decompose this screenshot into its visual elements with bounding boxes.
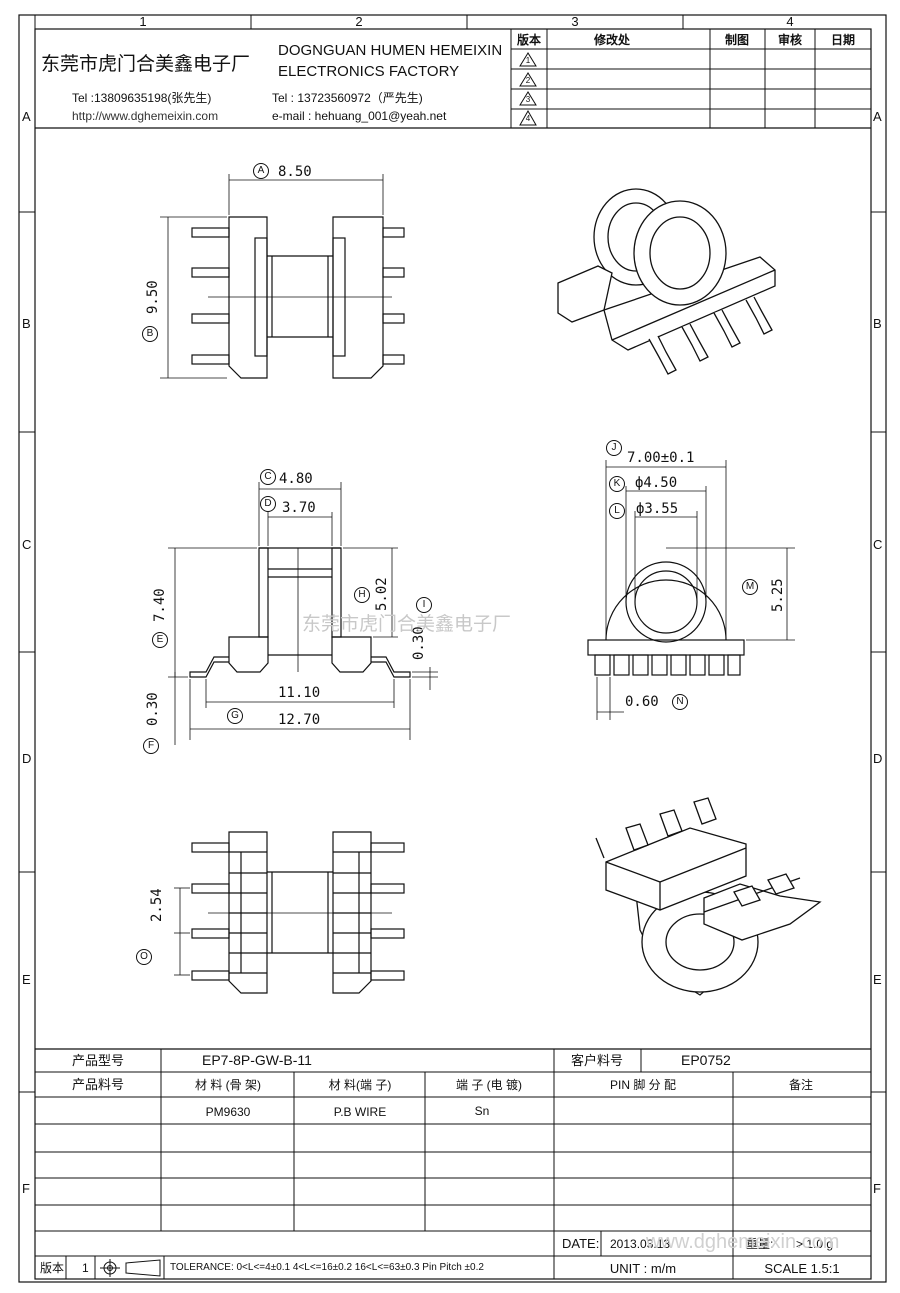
product-pn-label: 产品料号 xyxy=(71,1077,125,1092)
dim-h-marker: H xyxy=(354,587,370,603)
product-model-value: EP7-8P-GW-B-11 xyxy=(202,1052,312,1068)
col-plating: 端 子 (电 镀) xyxy=(456,1078,522,1092)
top-view xyxy=(191,216,405,379)
dim-a-marker: A xyxy=(253,163,269,179)
rev-row-3-number: 3 xyxy=(525,95,531,104)
tolerance-note: TOLERANCE: 0<L<=4±0.1 4<L<=16±0.2 16<L<=… xyxy=(170,1262,484,1273)
dim-g-value: 12.70 xyxy=(278,712,321,728)
rev-row-1-number: 1 xyxy=(525,56,531,65)
grid-row-c-right: C xyxy=(873,537,883,552)
col-material-pin: 材 料(端 子) xyxy=(328,1078,392,1092)
watermark-website: www.dghemeixin.com xyxy=(646,1231,840,1253)
dim-j-marker: J xyxy=(606,440,622,456)
dim-j-value: 7.00±0.1 xyxy=(627,450,695,466)
dim-f-marker: F xyxy=(143,738,159,754)
grid-col-3: 3 xyxy=(571,14,579,29)
grid-col-2: 2 xyxy=(355,14,363,29)
grid-row-a-right: A xyxy=(873,109,882,124)
customer-pn-label: 客户料号 xyxy=(570,1053,624,1068)
dim-h-value: 5.02 xyxy=(374,577,390,611)
grid-row-f-left: F xyxy=(22,1181,30,1196)
rev-col-checked: 审核 xyxy=(777,33,803,47)
iso-view-top xyxy=(557,188,776,375)
company-website: http://www.dghemeixin.com xyxy=(72,109,219,123)
col-pin-assignment: PIN 脚 分 配 xyxy=(609,1078,677,1092)
contact-tel-2: Tel : 13723560972（严先生) xyxy=(272,91,423,105)
dim-b-value: 9.50 xyxy=(145,280,161,314)
rev-col-change: 修改处 xyxy=(593,33,631,47)
scale-label: SCALE 1.5:1 xyxy=(764,1261,840,1276)
grid-row-b-left: B xyxy=(22,316,31,331)
bottom-view xyxy=(191,831,405,994)
grid-row-d-right: D xyxy=(873,751,883,766)
dim-d-marker: D xyxy=(260,496,276,512)
grid-row-d-left: D xyxy=(22,751,32,766)
dim-e-marker: E xyxy=(152,632,168,648)
watermark-company: 东莞市虎门合美鑫电子厂 xyxy=(302,614,512,635)
dim-c-marker: C xyxy=(260,469,276,485)
contact-tel-1: Tel :13809635198(张先生) xyxy=(72,91,212,105)
dim-n-value: 0.60 xyxy=(625,694,659,710)
plating-value: Sn xyxy=(474,1104,490,1118)
weight-label: 重量: xyxy=(746,1237,774,1251)
iso-view-bottom xyxy=(595,797,822,996)
dim-b-marker: B xyxy=(142,326,158,342)
dim-g-marker: G xyxy=(227,708,243,724)
dim-f-value: 0.30 xyxy=(145,692,161,726)
date-value: 2013.03.13 xyxy=(610,1237,671,1251)
unit-label: UNIT : m/m xyxy=(609,1261,677,1276)
company-name-en-2: ELECTRONICS FACTORY xyxy=(278,63,460,80)
material-bobbin-value: PM9630 xyxy=(205,1105,251,1119)
version-value: 1 xyxy=(82,1261,89,1275)
version-label: 版本 xyxy=(40,1261,65,1275)
grid-col-1: 1 xyxy=(139,14,147,29)
rev-col-date: 日期 xyxy=(830,33,856,47)
product-model-label: 产品型号 xyxy=(71,1053,125,1068)
weight-value: > 1.0 g xyxy=(796,1237,834,1251)
rev-row-2-number: 2 xyxy=(525,76,531,85)
grid-row-a-left: A xyxy=(22,109,31,124)
company-name-cn: 东莞市虎门合美鑫电子厂 xyxy=(41,54,251,75)
dim-d-value: 3.70 xyxy=(282,500,316,516)
customer-pn-value: EP0752 xyxy=(681,1052,731,1068)
grid-row-c-left: C xyxy=(22,537,32,552)
grid-row-b-right: B xyxy=(873,316,882,331)
dim-e-value: 7.40 xyxy=(152,588,168,622)
dim-inner-pin-span: 11.10 xyxy=(278,685,321,701)
rev-row-4-number: 4 xyxy=(525,114,531,123)
grid-row-e-left: E xyxy=(22,972,31,987)
dim-k-marker: K xyxy=(609,476,625,492)
dim-o-marker: O xyxy=(136,949,152,965)
contact-email: e-mail : hehuang_001@yeah.net xyxy=(272,109,447,123)
dim-l-value: ф3.55 xyxy=(636,501,679,517)
col-material-bobbin: 材 料 (骨 架) xyxy=(195,1078,261,1092)
col-remarks: 备注 xyxy=(788,1078,814,1092)
grid-row-f-right: F xyxy=(873,1181,881,1196)
rev-col-drawn: 制图 xyxy=(724,33,750,47)
dim-l-marker: L xyxy=(609,503,625,519)
material-pin-value: P.B WIRE xyxy=(333,1105,387,1119)
rev-col-version: 版本 xyxy=(516,33,542,47)
dim-i-marker: I xyxy=(416,597,432,613)
grid-col-4: 4 xyxy=(786,14,794,29)
front-view xyxy=(189,547,411,678)
dim-c-value: 4.80 xyxy=(279,471,313,487)
side-view xyxy=(587,561,745,676)
dim-m-marker: M xyxy=(742,579,758,595)
dim-k-value: ф4.50 xyxy=(635,475,678,491)
grid-row-e-right: E xyxy=(873,972,882,987)
dim-n-marker: N xyxy=(672,694,688,710)
date-label: DATE: xyxy=(562,1236,600,1251)
dim-o-value: 2.54 xyxy=(149,888,165,922)
dim-a-value: 8.50 xyxy=(278,164,312,180)
dim-m-value: 5.25 xyxy=(770,578,786,612)
company-name-en-1: DOGNGUAN HUMEN HEMEIXIN xyxy=(278,42,503,59)
